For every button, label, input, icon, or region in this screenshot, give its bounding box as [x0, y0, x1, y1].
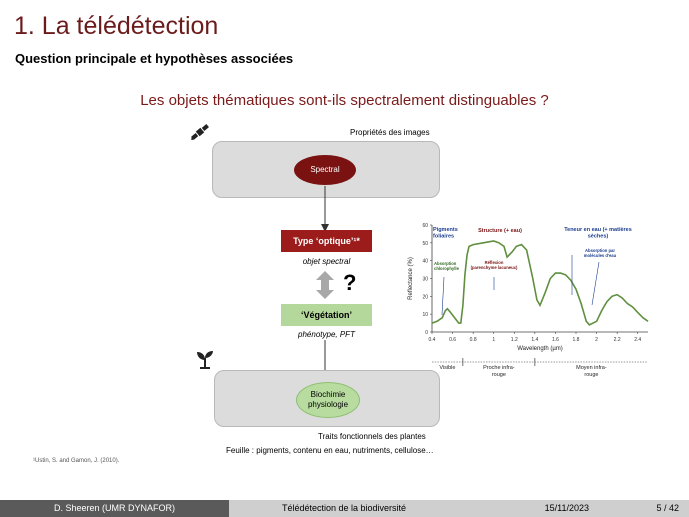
chart-annotation-line: (parenchyme lacuneux): [471, 265, 518, 270]
plant-icon: [197, 351, 213, 369]
x-tick-label: 1.8: [573, 337, 580, 343]
y-tick-label: 10: [422, 312, 428, 318]
chart-annotation-line: sèches): [588, 234, 609, 240]
chart-annotation-line: Absorption: [434, 261, 457, 266]
region-label-line: rouge: [492, 372, 506, 378]
chart-annotation-line: Pigments: [433, 227, 458, 233]
footnote: ¹Ustin, S. and Gamon, J. (2010).: [33, 458, 120, 464]
region-label: Moyen infra-rouge: [576, 365, 607, 378]
x-tick-label: 0.8: [470, 337, 477, 343]
optical-type-box: Type ‘optique’¹*: [281, 230, 372, 252]
region-label-line: Moyen infra-: [576, 365, 607, 371]
bio-node-line1: Biochimie: [310, 390, 346, 399]
main-question: Les objets thématiques sont-ils spectral…: [140, 92, 549, 109]
vegetation-box: ‘Végétation’: [281, 304, 372, 326]
question-mark: ?: [343, 270, 357, 295]
footer-date: 15/11/2023: [459, 500, 589, 517]
region-label: Proche infra-rouge: [483, 365, 515, 378]
x-tick-label: 2.4: [634, 337, 641, 343]
y-tick-label: 40: [422, 259, 428, 265]
chart-annotation-line: molécules d'eau: [584, 253, 617, 258]
slide-title: 1. La télédétection: [14, 12, 219, 40]
chart-annotation-line: foliaires: [433, 234, 454, 240]
x-tick-label: 2.2: [614, 337, 621, 343]
x-tick-label: 0.4: [429, 337, 436, 343]
chart-annotation: Réflexion(parenchyme lacuneux): [471, 260, 518, 270]
x-tick-label: 1.6: [552, 337, 559, 343]
optical-type-subtitle: objet spectral: [302, 257, 351, 266]
region-label: Visible: [439, 365, 455, 371]
slide-subtitle: Question principale et hypothèses associ…: [15, 51, 294, 66]
bio-node-line2: physiologie: [307, 400, 349, 409]
satellite-icon: [191, 124, 209, 141]
vegetation-subtitle: phénotype, PFT: [298, 330, 355, 339]
x-tick-label: 1: [492, 337, 495, 343]
footer-page: 5 / 42: [589, 500, 689, 517]
chart-annotation-line: Teneur en eau (+ matières: [564, 227, 632, 233]
x-tick-label: 1.4: [531, 337, 538, 343]
chart-annotation-line: Structure (+ eau): [478, 228, 522, 234]
x-tick-label: 0.6: [449, 337, 456, 343]
spectral-node: Spectral: [294, 155, 356, 185]
footer-author: D. Sheeren (UMR DYNAFOR): [0, 500, 229, 517]
reflectance-curve: [431, 240, 649, 326]
biochemistry-node: Biochimie physiologie: [296, 382, 360, 418]
chart-annotation-line: Réflexion: [485, 260, 504, 265]
double-arrow: [316, 271, 334, 299]
footer-bar: D. Sheeren (UMR DYNAFOR) Télédétection d…: [0, 500, 689, 517]
region-label-line: Visible: [439, 365, 455, 371]
annotation-arrow: [441, 276, 445, 316]
x-axis-label: Wavelength (µm): [517, 346, 563, 352]
down-arrow: [321, 186, 329, 232]
footer-title: Télédétection de la biodiversité: [229, 500, 459, 517]
region-label-line: Proche infra-: [483, 365, 515, 371]
chart-annotation: Structure (+ eau): [478, 228, 522, 234]
y-tick-label: 60: [422, 223, 428, 229]
y-tick-label: 20: [422, 294, 428, 300]
y-tick-label: 0: [425, 330, 428, 336]
chart-annotation-line: Absorption par: [585, 248, 615, 253]
image-properties-label: Propriétés des images: [350, 128, 430, 137]
x-tick-label: 2: [595, 337, 598, 343]
y-axis-label: Reflectance (%): [408, 257, 414, 300]
plant-traits-label: Traits fonctionnels des plantes: [318, 432, 426, 441]
x-tick-label: 1.2: [511, 337, 518, 343]
annotation-arrow: [591, 261, 600, 306]
chart-annotation-line: chlorophylle: [434, 266, 460, 271]
leaf-label: Feuille : pigments, contenu en eau, nutr…: [226, 446, 434, 455]
reflectance-chart: 0 10 20 30 40 50 60 0.4 0.6 0.8 1 1.2 1.4 1.6 1.8 2 2.2 2…: [408, 223, 649, 378]
y-tick-label: 50: [422, 241, 428, 247]
y-tick-label: 30: [422, 277, 428, 283]
region-label-line: rouge: [584, 372, 598, 378]
